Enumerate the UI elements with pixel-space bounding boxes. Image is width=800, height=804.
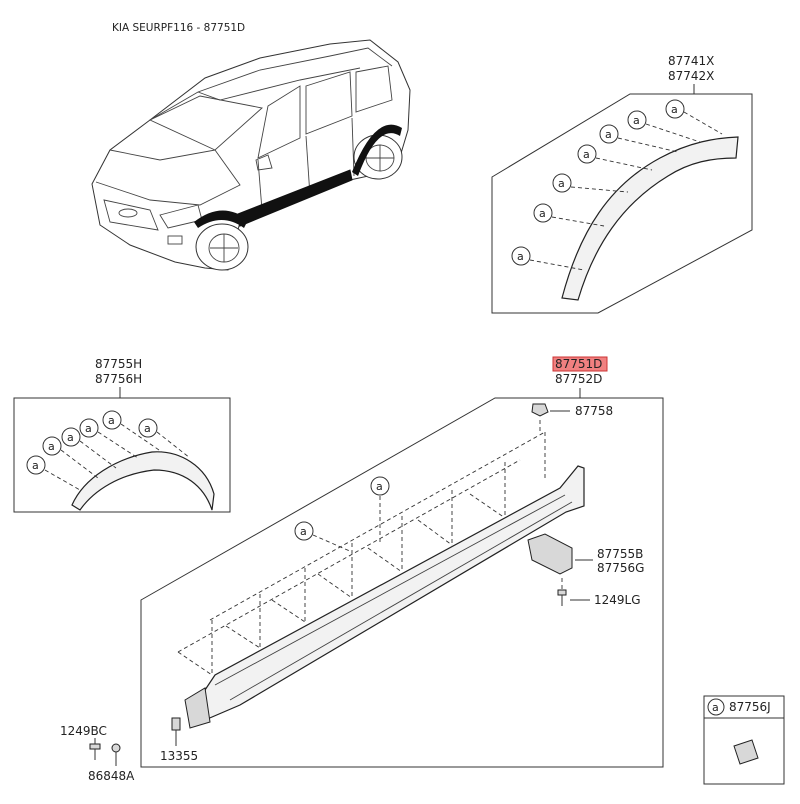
wheel-arch-front-group: 87755H 87756H a a a a a a [13,357,231,513]
wheel-arch-rear-group: 87741X 87742X a a a a a a a [491,54,753,314]
screw-left-label: 1249BC [60,724,107,738]
callout-a [370,476,390,496]
bracket-label-1: 87755B [597,547,643,561]
wheel-arch-rear-part [561,136,739,301]
callout-letter: a [376,480,383,493]
svg-text:a: a [108,414,115,427]
clip-inset-part [733,739,759,765]
callout-a [707,698,725,716]
svg-text:a: a [48,440,55,453]
side-sill-frame [140,397,664,768]
svg-text:a: a [144,422,151,435]
screw-right-label: 1249LG [594,593,641,607]
car-illustration [91,39,411,271]
clip-inset-frame [703,695,785,785]
clip-inset-group: a 87756J [703,695,785,785]
wheel-arch-front-frame [13,397,231,513]
screw-right [557,578,567,606]
bracket [527,533,573,575]
svg-text:a: a [67,431,74,444]
wheel-arch-rear-frame [491,93,753,314]
clip-positions [177,420,546,676]
nut-label: 13355 [160,749,198,763]
wheel-arch-front-label-1: 87755H [95,357,142,371]
svg-text:a: a [671,103,678,116]
screw-left [89,738,101,760]
svg-text:a: a [605,128,612,141]
bracket-label-2: 87756G [597,561,644,575]
diagram-title: KIA SEURPF116 - 87751D [112,22,245,34]
nut [171,717,181,731]
svg-text:a: a [633,114,640,127]
svg-text:a: a [539,207,546,220]
clip-left [111,743,121,766]
arch-front-callouts: a a a a a a [26,410,191,491]
highlight-box [552,356,608,372]
svg-text:a: a [85,422,92,435]
clip-left-label: 86848A [88,769,135,783]
clip-inset-label: 87756J [729,700,771,714]
svg-text:a: a [583,148,590,161]
side-sill-part [204,465,585,721]
side-sill-end-cap [184,687,211,729]
side-sill-group: 87751D 87752D [140,356,664,768]
wheel-arch-rear-label-1: 87741X [668,54,714,68]
clip-top-label: 87758 [575,404,613,418]
callout-letter: a [300,525,307,538]
callout-a [294,521,314,541]
clip-top [531,403,549,417]
side-sill-label-1: 87751D [555,357,602,371]
wheel-arch-rear-label-2: 87742X [668,69,714,83]
callout-letter: a [712,701,719,714]
svg-text:a: a [558,177,565,190]
wheel-arch-front-part [71,451,215,511]
arch-rear-callouts: a a a a a a a [511,99,723,271]
wheel-arch-front-label-2: 87756H [95,372,142,386]
side-sill-label-2: 87752D [555,372,602,386]
svg-text:a: a [517,250,524,263]
svg-text:a: a [32,459,39,472]
